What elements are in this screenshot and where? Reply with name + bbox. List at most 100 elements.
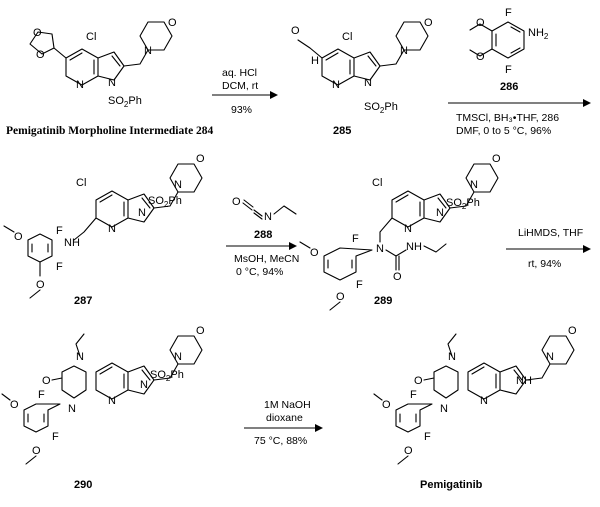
compound-label-285: 285 <box>333 125 351 137</box>
step3-conditions: 0 °C, 94% <box>236 266 283 278</box>
so2ph-label: SO2Ph <box>150 369 184 383</box>
atom-o: O <box>393 271 402 283</box>
atom-o: O <box>492 153 501 165</box>
atom-n: N <box>174 179 182 191</box>
atom-f: F <box>52 431 59 443</box>
compound-label-290: 290 <box>74 479 92 491</box>
compound-pemigatinib: N N N NH N O O F F O O <box>373 325 577 465</box>
step3-solvent: MsOH, MeCN <box>234 253 299 265</box>
atom-o: O <box>33 27 42 39</box>
step5-reagent: 1M NaOH <box>264 399 311 411</box>
atom-o: O <box>336 291 345 303</box>
reaction-step-1: aq. HCl DCM, rt 93% <box>212 67 278 116</box>
atom-f: F <box>56 261 63 273</box>
atom-o: O <box>404 445 413 457</box>
atom-n: N <box>400 45 408 57</box>
atom-cl: Cl <box>76 177 86 189</box>
atom-nh: NH <box>406 241 422 253</box>
atom-f: F <box>352 233 359 245</box>
atom-f: F <box>410 389 417 401</box>
atom-o: O <box>196 153 205 165</box>
compound-289: Cl N N N O SO2Ph N O NH F F O O <box>299 153 501 311</box>
step1-solvent: DCM, rt <box>222 80 258 92</box>
step3-reagent-288: 288 <box>254 229 272 241</box>
atom-n: N <box>264 211 272 223</box>
atom-n: N <box>68 403 76 415</box>
atom-n: N <box>470 179 478 191</box>
compound-284: O O Cl N N N O SO2Ph <box>29 17 177 109</box>
step2-conditions: DMF, 0 to 5 °C, 96% <box>456 125 551 137</box>
atom-n: N <box>174 351 182 363</box>
step2-reagents: TMSCl, BH₃•THF, 286 <box>456 112 559 124</box>
compound-label-286: 286 <box>500 81 518 93</box>
atom-f: F <box>38 389 45 401</box>
atom-nh: NH <box>64 237 80 249</box>
compound-286: F F NH2 O O 286 <box>469 7 549 93</box>
atom-n: N <box>404 223 412 235</box>
atom-o: O <box>32 445 41 457</box>
atom-o: O <box>291 25 300 37</box>
atom-o: O <box>196 325 205 337</box>
compound-287: Cl N N N O SO2Ph NH F F O O <box>3 153 205 299</box>
atom-h: H <box>311 55 319 67</box>
atom-n: N <box>480 395 488 407</box>
atom-n: N <box>138 207 146 219</box>
atom-n: N <box>440 403 448 415</box>
atom-n: N <box>546 351 554 363</box>
compound-label-289: 289 <box>374 295 392 307</box>
step5-conditions: 75 °C, 88% <box>254 435 307 447</box>
atom-n: N <box>140 379 148 391</box>
atom-nh: NH <box>516 375 532 387</box>
compound-label-284: Pemigatinib Morpholine Intermediate 284 <box>6 125 214 137</box>
atom-f: F <box>56 225 63 237</box>
atom-n: N <box>108 395 116 407</box>
atom-o: O <box>568 325 577 337</box>
atom-o: O <box>36 49 45 61</box>
atom-n: N <box>108 223 116 235</box>
atom-o: O <box>14 231 23 243</box>
atom-n: N <box>448 351 456 363</box>
atom-o: O <box>10 399 19 411</box>
compound-288: O N <box>232 196 297 223</box>
atom-cl: Cl <box>372 177 382 189</box>
atom-n: N <box>76 79 84 91</box>
atom-n: N <box>108 77 116 89</box>
atom-cl: Cl <box>86 31 96 43</box>
atom-o: O <box>476 17 485 29</box>
atom-f: F <box>505 64 512 76</box>
step4-reagents: LiHMDS, THF <box>518 227 583 239</box>
atom-o: O <box>168 17 177 29</box>
atom-o: O <box>382 399 391 411</box>
atom-n: N <box>436 207 444 219</box>
so2ph-label: SO2Ph <box>108 95 142 109</box>
atom-o: O <box>310 247 319 259</box>
atom-o: O <box>232 196 241 208</box>
compound-285: O H Cl N N N O SO2Ph <box>291 17 433 115</box>
reaction-step-2: TMSCl, BH₃•THF, 286 DMF, 0 to 5 °C, 96% <box>448 99 591 137</box>
atom-n: N <box>332 79 340 91</box>
atom-o: O <box>42 375 51 387</box>
step5-solvent: dioxane <box>266 412 303 424</box>
atom-f: F <box>356 279 363 291</box>
compound-290: N N N N N O O SO2Ph F F O O <box>1 325 205 465</box>
compound-label-287: 287 <box>74 295 92 307</box>
atom-f: F <box>505 7 512 19</box>
nh2-label: NH2 <box>528 27 549 41</box>
atom-o: O <box>36 279 45 291</box>
atom-n: N <box>76 351 84 363</box>
atom-o: O <box>424 17 433 29</box>
step1-reagent: aq. HCl <box>222 67 257 79</box>
atom-cl: Cl <box>342 31 352 43</box>
compound-label-pemigatinib: Pemigatinib <box>420 479 483 491</box>
atom-n: N <box>144 45 152 57</box>
so2ph-label: SO2Ph <box>364 101 398 115</box>
reaction-step-4: LiHMDS, THF rt, 94% <box>506 227 591 270</box>
atom-n: N <box>376 243 384 255</box>
atom-o: O <box>476 51 485 63</box>
so2ph-label: SO2Ph <box>446 197 480 211</box>
atom-f: F <box>424 431 431 443</box>
step1-yield: 93% <box>231 104 252 116</box>
step4-conditions: rt, 94% <box>528 258 561 270</box>
atom-n: N <box>364 77 372 89</box>
